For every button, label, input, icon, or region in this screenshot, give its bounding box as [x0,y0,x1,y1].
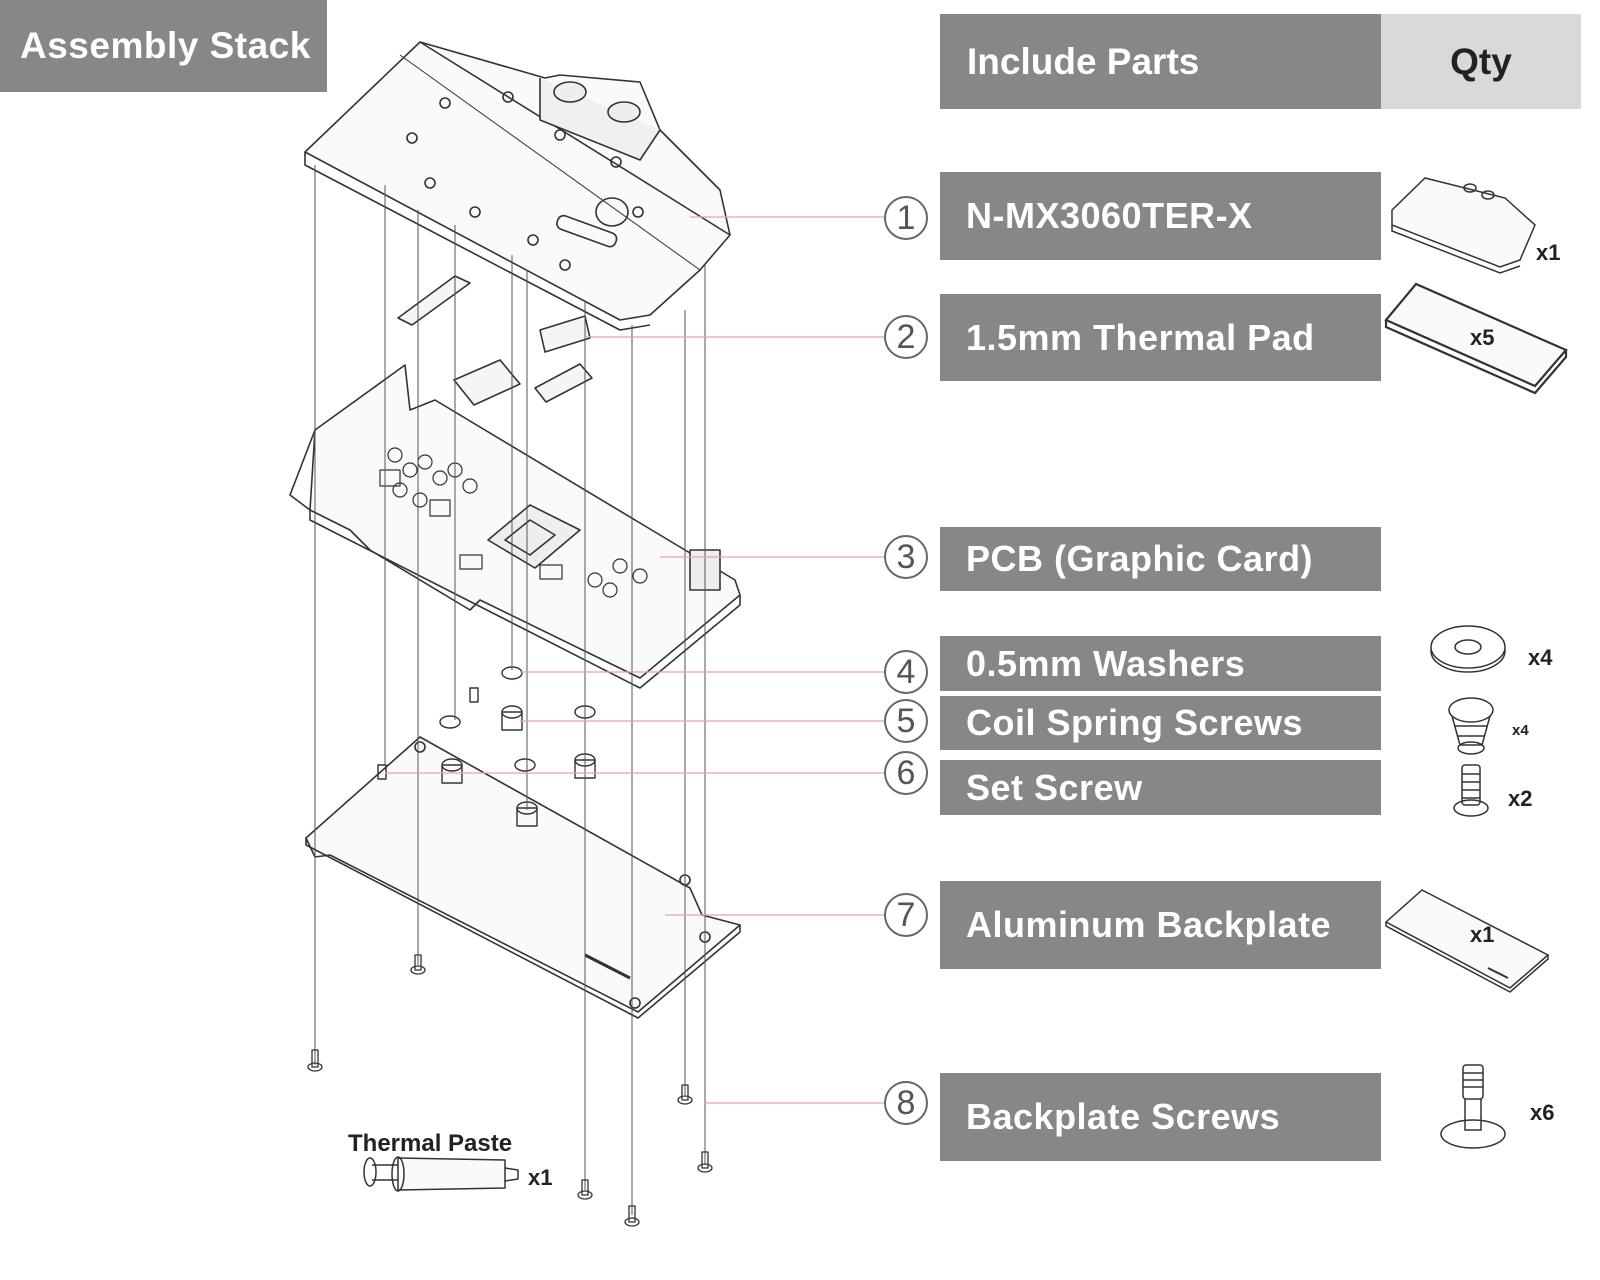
part-label-5: Coil Spring Screws [940,696,1381,750]
water-block-drawing [304,41,731,331]
part-number-7: 7 [884,893,928,937]
qty-8: x6 [1530,1100,1555,1125]
part-number-8: 8 [884,1081,928,1125]
qty-5: x4 [1512,722,1529,739]
thumb-backplate [1384,889,1550,993]
part-number-6: 6 [884,751,928,795]
thermal-paste-syringe-drawing [363,1156,519,1192]
part-label-8: Backplate Screws [940,1073,1381,1161]
qty-4: x4 [1528,645,1553,670]
thumb-spring-screw [1448,697,1494,755]
include-parts-header: Include Parts [940,14,1381,109]
part-label-7: Aluminum Backplate [940,881,1381,969]
part-label-4: 0.5mm Washers [940,636,1381,691]
assembly-stack-title: Assembly Stack [0,0,327,92]
thermal-pads-drawing [397,275,593,406]
part-number-1: 1 [884,196,928,240]
thumb-water-block [1391,177,1536,274]
part-label-6: Set Screw [940,760,1381,815]
thumb-backplate-screw [1440,1064,1506,1149]
qty-1: x1 [1536,240,1561,265]
part-label-3: PCB (Graphic Card) [940,527,1381,591]
qty-2: x5 [1470,325,1495,350]
part-label-1: N-MX3060TER-X [940,172,1381,260]
assembly-lines [314,165,706,1215]
qty-6: x2 [1508,786,1533,811]
thumb-thermal-pad [1384,282,1568,395]
pcb-drawing [289,364,741,689]
part-number-4: 4 [884,650,928,694]
qty-7: x1 [1470,922,1495,947]
qty-thumbnails [1384,177,1568,1149]
part-number-5: 5 [884,699,928,743]
thumb-set-screw [1453,764,1489,817]
part-number-2: 2 [884,315,928,359]
backplate-drawing [305,736,741,1019]
leader-lines [385,216,885,1104]
qty-header: Qty [1381,14,1581,109]
thumb-washer [1430,625,1506,673]
backplate-screws-drawing [307,954,713,1227]
part-label-2: 1.5mm Thermal Pad [940,294,1381,381]
part-number-3: 3 [884,535,928,579]
thermal-paste-label: Thermal Paste [348,1130,513,1157]
thermal-paste-qty: x1 [528,1165,553,1190]
